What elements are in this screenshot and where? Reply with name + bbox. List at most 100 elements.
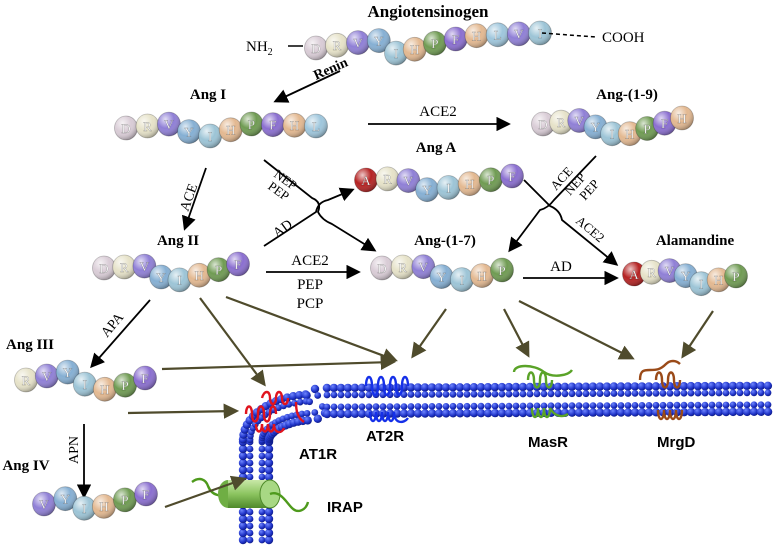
residue-D: D bbox=[531, 111, 555, 137]
lipid-head bbox=[582, 390, 590, 398]
lipid-head bbox=[434, 409, 444, 418]
lipid-head bbox=[693, 407, 703, 417]
lipid-head bbox=[722, 401, 730, 409]
lipid-head bbox=[714, 407, 724, 417]
lipid-head bbox=[651, 382, 661, 391]
lipid-head bbox=[306, 398, 313, 406]
lipid-head bbox=[750, 401, 758, 409]
lipid-head bbox=[763, 407, 773, 416]
lipid-head bbox=[314, 392, 322, 399]
lipid-head bbox=[351, 403, 359, 411]
residue-A: A bbox=[354, 167, 378, 193]
residue-letter: V bbox=[164, 117, 174, 132]
lipid-head bbox=[743, 401, 751, 409]
lipid-head bbox=[721, 407, 731, 417]
residue-letter: Y bbox=[591, 120, 601, 135]
lipid-head bbox=[749, 407, 759, 416]
lipid-head bbox=[497, 408, 507, 418]
lipid-head bbox=[420, 409, 430, 418]
lipid-head bbox=[264, 521, 274, 531]
lipid-head bbox=[449, 390, 457, 398]
lipid-head bbox=[456, 402, 464, 410]
residue-letter: P bbox=[487, 173, 494, 188]
residue-R: R bbox=[390, 254, 415, 280]
lipid-head bbox=[483, 383, 493, 392]
lipid-head bbox=[630, 408, 640, 417]
lipid-head bbox=[483, 409, 493, 418]
residue-letter: P bbox=[121, 493, 128, 508]
lipid-head bbox=[456, 390, 464, 398]
residue-I: I bbox=[72, 371, 97, 397]
lipid-head bbox=[553, 382, 563, 391]
residue-letter: V bbox=[39, 497, 49, 512]
lipid-head bbox=[428, 403, 436, 410]
lipid-head bbox=[512, 402, 520, 410]
lipid-head bbox=[694, 401, 702, 409]
arrow-ang17-to-masr bbox=[503, 308, 530, 358]
lipid-head bbox=[490, 408, 500, 418]
lipid-head bbox=[258, 452, 266, 460]
residue-letter: D bbox=[538, 117, 547, 132]
lipid-head bbox=[414, 391, 422, 398]
lipid-head bbox=[421, 391, 429, 398]
residue-letter: V bbox=[419, 260, 429, 275]
enzyme-apa: APA bbox=[99, 310, 128, 341]
lipid-head bbox=[547, 402, 555, 410]
lipid-head bbox=[581, 382, 591, 391]
residue-letter: V bbox=[140, 259, 150, 274]
lipid-head bbox=[616, 408, 626, 417]
residue-letter: L bbox=[494, 28, 502, 43]
lipid-head bbox=[673, 389, 681, 397]
lipid-head bbox=[687, 401, 695, 409]
residue-letter: H bbox=[410, 42, 419, 57]
residue-letter: F bbox=[452, 32, 459, 47]
lipid-head bbox=[463, 402, 471, 410]
lipid-head bbox=[519, 402, 527, 410]
residue-I: I bbox=[198, 123, 223, 149]
lipid-head bbox=[469, 409, 479, 418]
lipid-head bbox=[427, 409, 437, 418]
residue-F: F bbox=[134, 481, 158, 507]
lipid-head bbox=[322, 383, 332, 393]
residue-letter: P bbox=[431, 36, 438, 51]
lipid-head bbox=[589, 390, 597, 397]
lipid-head bbox=[596, 390, 604, 397]
pathway-arrows bbox=[76, 70, 619, 499]
residue-letter: I bbox=[538, 26, 542, 41]
residue-V: V bbox=[506, 21, 531, 47]
lipid-head bbox=[399, 409, 409, 418]
residue-I: I bbox=[449, 267, 474, 293]
lipid-head bbox=[567, 382, 577, 391]
lipid-head bbox=[238, 528, 248, 538]
lipid-head bbox=[414, 403, 422, 410]
lipid-head bbox=[357, 383, 367, 392]
lipid-head bbox=[365, 391, 373, 399]
lipid-head bbox=[637, 382, 647, 391]
lipid-head bbox=[652, 401, 660, 409]
lipid-head bbox=[609, 382, 619, 391]
residue-letter: H bbox=[625, 127, 634, 142]
residue-H: H bbox=[706, 267, 731, 293]
residue-H: H bbox=[617, 121, 642, 147]
lipid-head bbox=[568, 402, 576, 410]
lipid-head bbox=[575, 390, 583, 398]
lipid-head bbox=[484, 390, 492, 398]
lipid-head bbox=[477, 390, 485, 398]
lipid-head bbox=[330, 403, 338, 411]
lipid-head bbox=[700, 407, 710, 417]
lipid-head bbox=[645, 402, 653, 409]
lipid-head bbox=[238, 444, 248, 454]
lipid-head bbox=[519, 390, 527, 398]
lipid-head bbox=[264, 514, 274, 524]
lipid-head bbox=[554, 402, 562, 410]
lipid-head bbox=[581, 408, 591, 417]
lipid-head bbox=[462, 383, 472, 392]
lipid-head bbox=[463, 390, 471, 398]
residue-letter: I bbox=[208, 129, 212, 144]
arrow-ang4-to-irap bbox=[164, 475, 247, 509]
lipid-head bbox=[350, 409, 360, 418]
arrow-ang17-to-at2r bbox=[411, 308, 447, 359]
lipid-head bbox=[379, 403, 387, 411]
lipid-head bbox=[595, 408, 605, 417]
